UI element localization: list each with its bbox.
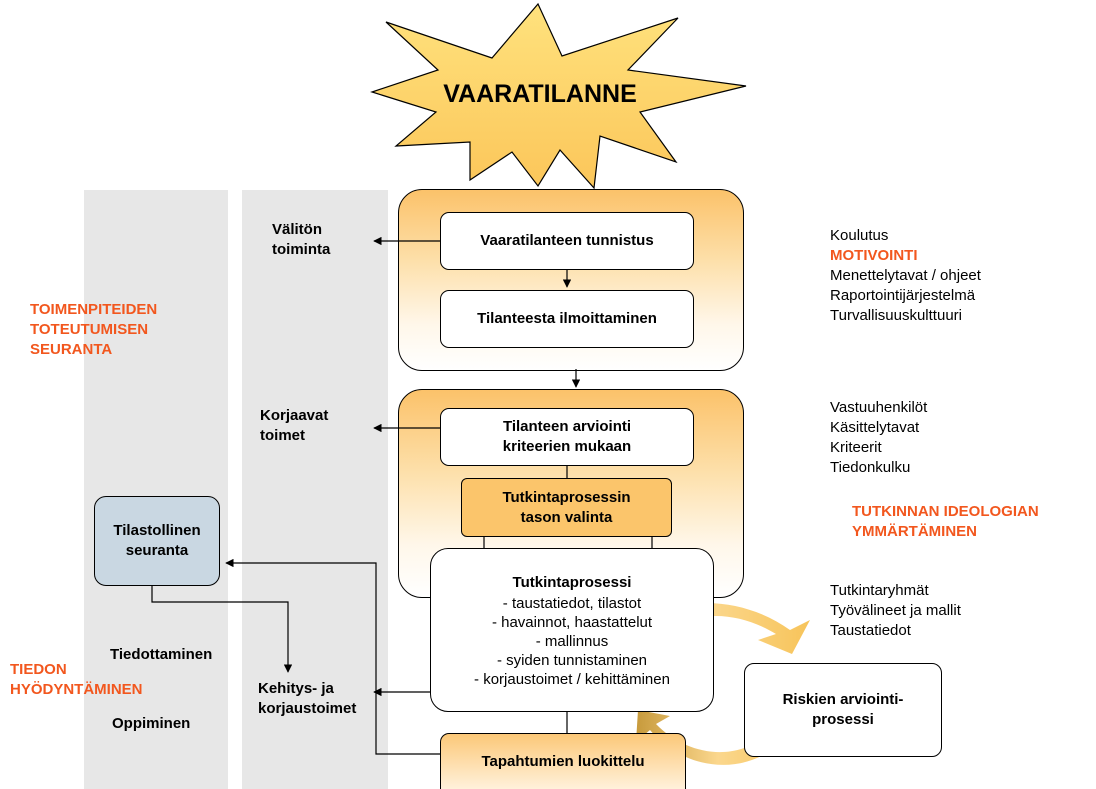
risk-assessment-box: Riskien arviointi- prosessi [744,663,942,757]
investigation-resources-list: Tutkintaryhmät Työvälineet ja mallit Tau… [830,582,961,639]
communication-label: Tiedottaminen [110,646,213,663]
monitoring-label: TOIMENPITEIDEN TOTEUTUMISEN SEURANTA [30,301,158,358]
ideology-label: TUTKINNAN IDEOLOGIAN YMMÄRTÄMINEN [852,503,1039,540]
learning-label: Oppiminen [112,715,191,732]
investigation-process-box: Tutkintaprosessi - taustatiedot, tilasto… [430,548,714,712]
classification-box: Tapahtumien luokittelu [440,733,686,789]
utilization-label: TIEDON HYÖDYNTÄMINEN [10,661,143,698]
level-choice-box: Tutkintaprosessin tason valinta [461,478,672,537]
starburst-shape [370,2,747,190]
assessment-box: Tilanteen arviointi kriteerien mukaan [440,408,694,466]
identification-box: Vaaratilanteen tunnistus [440,212,694,270]
left-band [84,190,228,789]
immediate-action-label: Välitön toiminta [272,221,331,258]
corrective-action-label: Korjaavat toimet [260,407,329,444]
center-band [242,190,388,789]
statistics-box: Tilastollinen seuranta [94,496,220,586]
reporting-box: Tilanteesta ilmoittaminen [440,290,694,348]
assessment-requirements-list: Vastuuhenkilöt Käsittelytavat Kriteerit … [830,399,928,476]
development-action-label: Kehitys- ja korjaustoimet [258,680,357,717]
star-title: VAARATILANNE [443,80,637,108]
preconditions-list: Koulutus MOTIVOINTI Menettelytavat / ohj… [830,227,981,324]
